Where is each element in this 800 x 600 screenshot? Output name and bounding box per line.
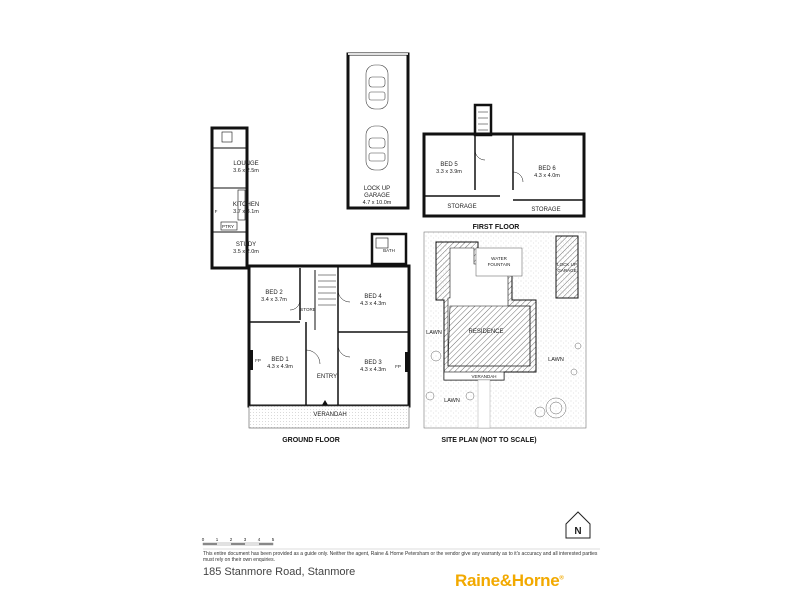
compass-north-label: N xyxy=(574,526,581,537)
residence-label: RESIDENCE xyxy=(468,329,503,335)
study-dimensions: 3.5 x 2.0m xyxy=(233,249,259,255)
site-garage-label-line1: LOCK UP xyxy=(557,262,577,267)
site-garage-label-line2: GARAGE xyxy=(557,268,576,273)
kitchen-dimensions: 3.7 x 3.1m xyxy=(233,209,259,215)
svg-text:2: 2 xyxy=(230,537,233,542)
pool-label-line2: FOUNTAIN xyxy=(488,262,511,267)
lawn-label-bottom: LAWN xyxy=(444,398,460,404)
verandah-label: VERANDAH xyxy=(313,412,346,418)
verandah-deck xyxy=(248,405,410,429)
svg-text:1: 1 xyxy=(216,537,219,542)
lawn-label-right: LAWN xyxy=(548,357,564,363)
storage-label-left: STORAGE xyxy=(447,204,476,210)
site-plan xyxy=(423,231,587,429)
bed5-label: BED 5 xyxy=(440,162,458,168)
first-floor-title: FIRST FLOOR xyxy=(473,224,520,231)
lawn-label-left: LAWN xyxy=(426,330,442,336)
lounge-dimensions: 3.6 x 2.5m xyxy=(233,168,259,174)
svg-text:3: 3 xyxy=(244,537,247,542)
entry-arrow-icon xyxy=(322,400,328,405)
svg-text:5: 5 xyxy=(272,537,275,542)
first-floor-plan xyxy=(422,103,586,218)
bed3-label: BED 3 xyxy=(364,360,382,366)
pool-label-line1: WATER xyxy=(491,256,507,261)
bath-walls xyxy=(370,232,408,266)
bed2-dimensions: 3.4 x 3.7m xyxy=(261,297,287,303)
svg-text:4: 4 xyxy=(258,537,261,542)
fridge-label: F xyxy=(215,209,218,214)
fireplace-bed1 xyxy=(249,350,253,370)
pantry-label: PTRY xyxy=(222,224,234,229)
bath-label: BATH xyxy=(383,248,395,253)
bed1-dimensions: 4.3 x 4.9m xyxy=(267,364,293,370)
garage-dimensions: 4.7 x 10.0m xyxy=(363,200,392,206)
bed5-dimensions: 3.3 x 3.9m xyxy=(436,169,462,175)
disclaimer-text: This entire document has been provided a… xyxy=(203,551,598,563)
fireplace-label-bed3: FP xyxy=(395,364,401,369)
entry-label: ENTRY xyxy=(317,374,337,380)
ground-floor-title: GROUND FLOOR xyxy=(282,437,340,444)
svg-text:0: 0 xyxy=(202,537,205,542)
garage-plan xyxy=(346,52,410,210)
tree-icon xyxy=(425,342,582,419)
bed6-label: BED 6 xyxy=(538,166,556,172)
garage-label-line2: GARAGE xyxy=(364,193,390,199)
rear-wing-walls xyxy=(210,126,249,270)
bed6-dimensions: 4.3 x 4.0m xyxy=(534,173,560,179)
garage-label-line1: LOCK UP xyxy=(364,186,390,192)
ground-floor-plan xyxy=(210,126,411,408)
compass-icon: N xyxy=(565,511,591,539)
stairs xyxy=(318,274,336,306)
lounge-label: LOUNGE xyxy=(233,161,258,167)
site-verandah-label: VERANDAH xyxy=(471,374,496,379)
storage-label-right: STORAGE xyxy=(531,207,560,213)
store-label: STORE xyxy=(300,307,315,312)
site-garage xyxy=(555,235,579,299)
car-icon xyxy=(365,64,389,110)
kitchen-label: KITCHEN xyxy=(233,202,259,208)
bed2-label: BED 2 xyxy=(265,290,283,296)
bed3-dimensions: 4.3 x 4.3m xyxy=(360,367,386,373)
first-floor-stair-landing xyxy=(473,103,493,137)
bed4-label: BED 4 xyxy=(364,294,382,300)
property-address: 185 Stanmore Road, Stanmore xyxy=(203,566,356,578)
scale-bar: 0 1 2 3 4 5 xyxy=(202,537,275,546)
bed4-dimensions: 4.3 x 4.3m xyxy=(360,301,386,307)
fireplace-label-bed1: FP xyxy=(255,358,261,363)
car-icon xyxy=(365,125,389,171)
kitchen-bench xyxy=(237,189,246,221)
raine-horne-logo: Raine&Horne® xyxy=(455,571,564,590)
study-label: STUDY xyxy=(236,242,256,248)
site-plan-title: SITE PLAN (NOT TO SCALE) xyxy=(441,437,536,444)
fireplace-bed3 xyxy=(405,352,409,372)
toilet-fixture xyxy=(221,131,233,143)
bed1-label: BED 1 xyxy=(271,357,289,363)
